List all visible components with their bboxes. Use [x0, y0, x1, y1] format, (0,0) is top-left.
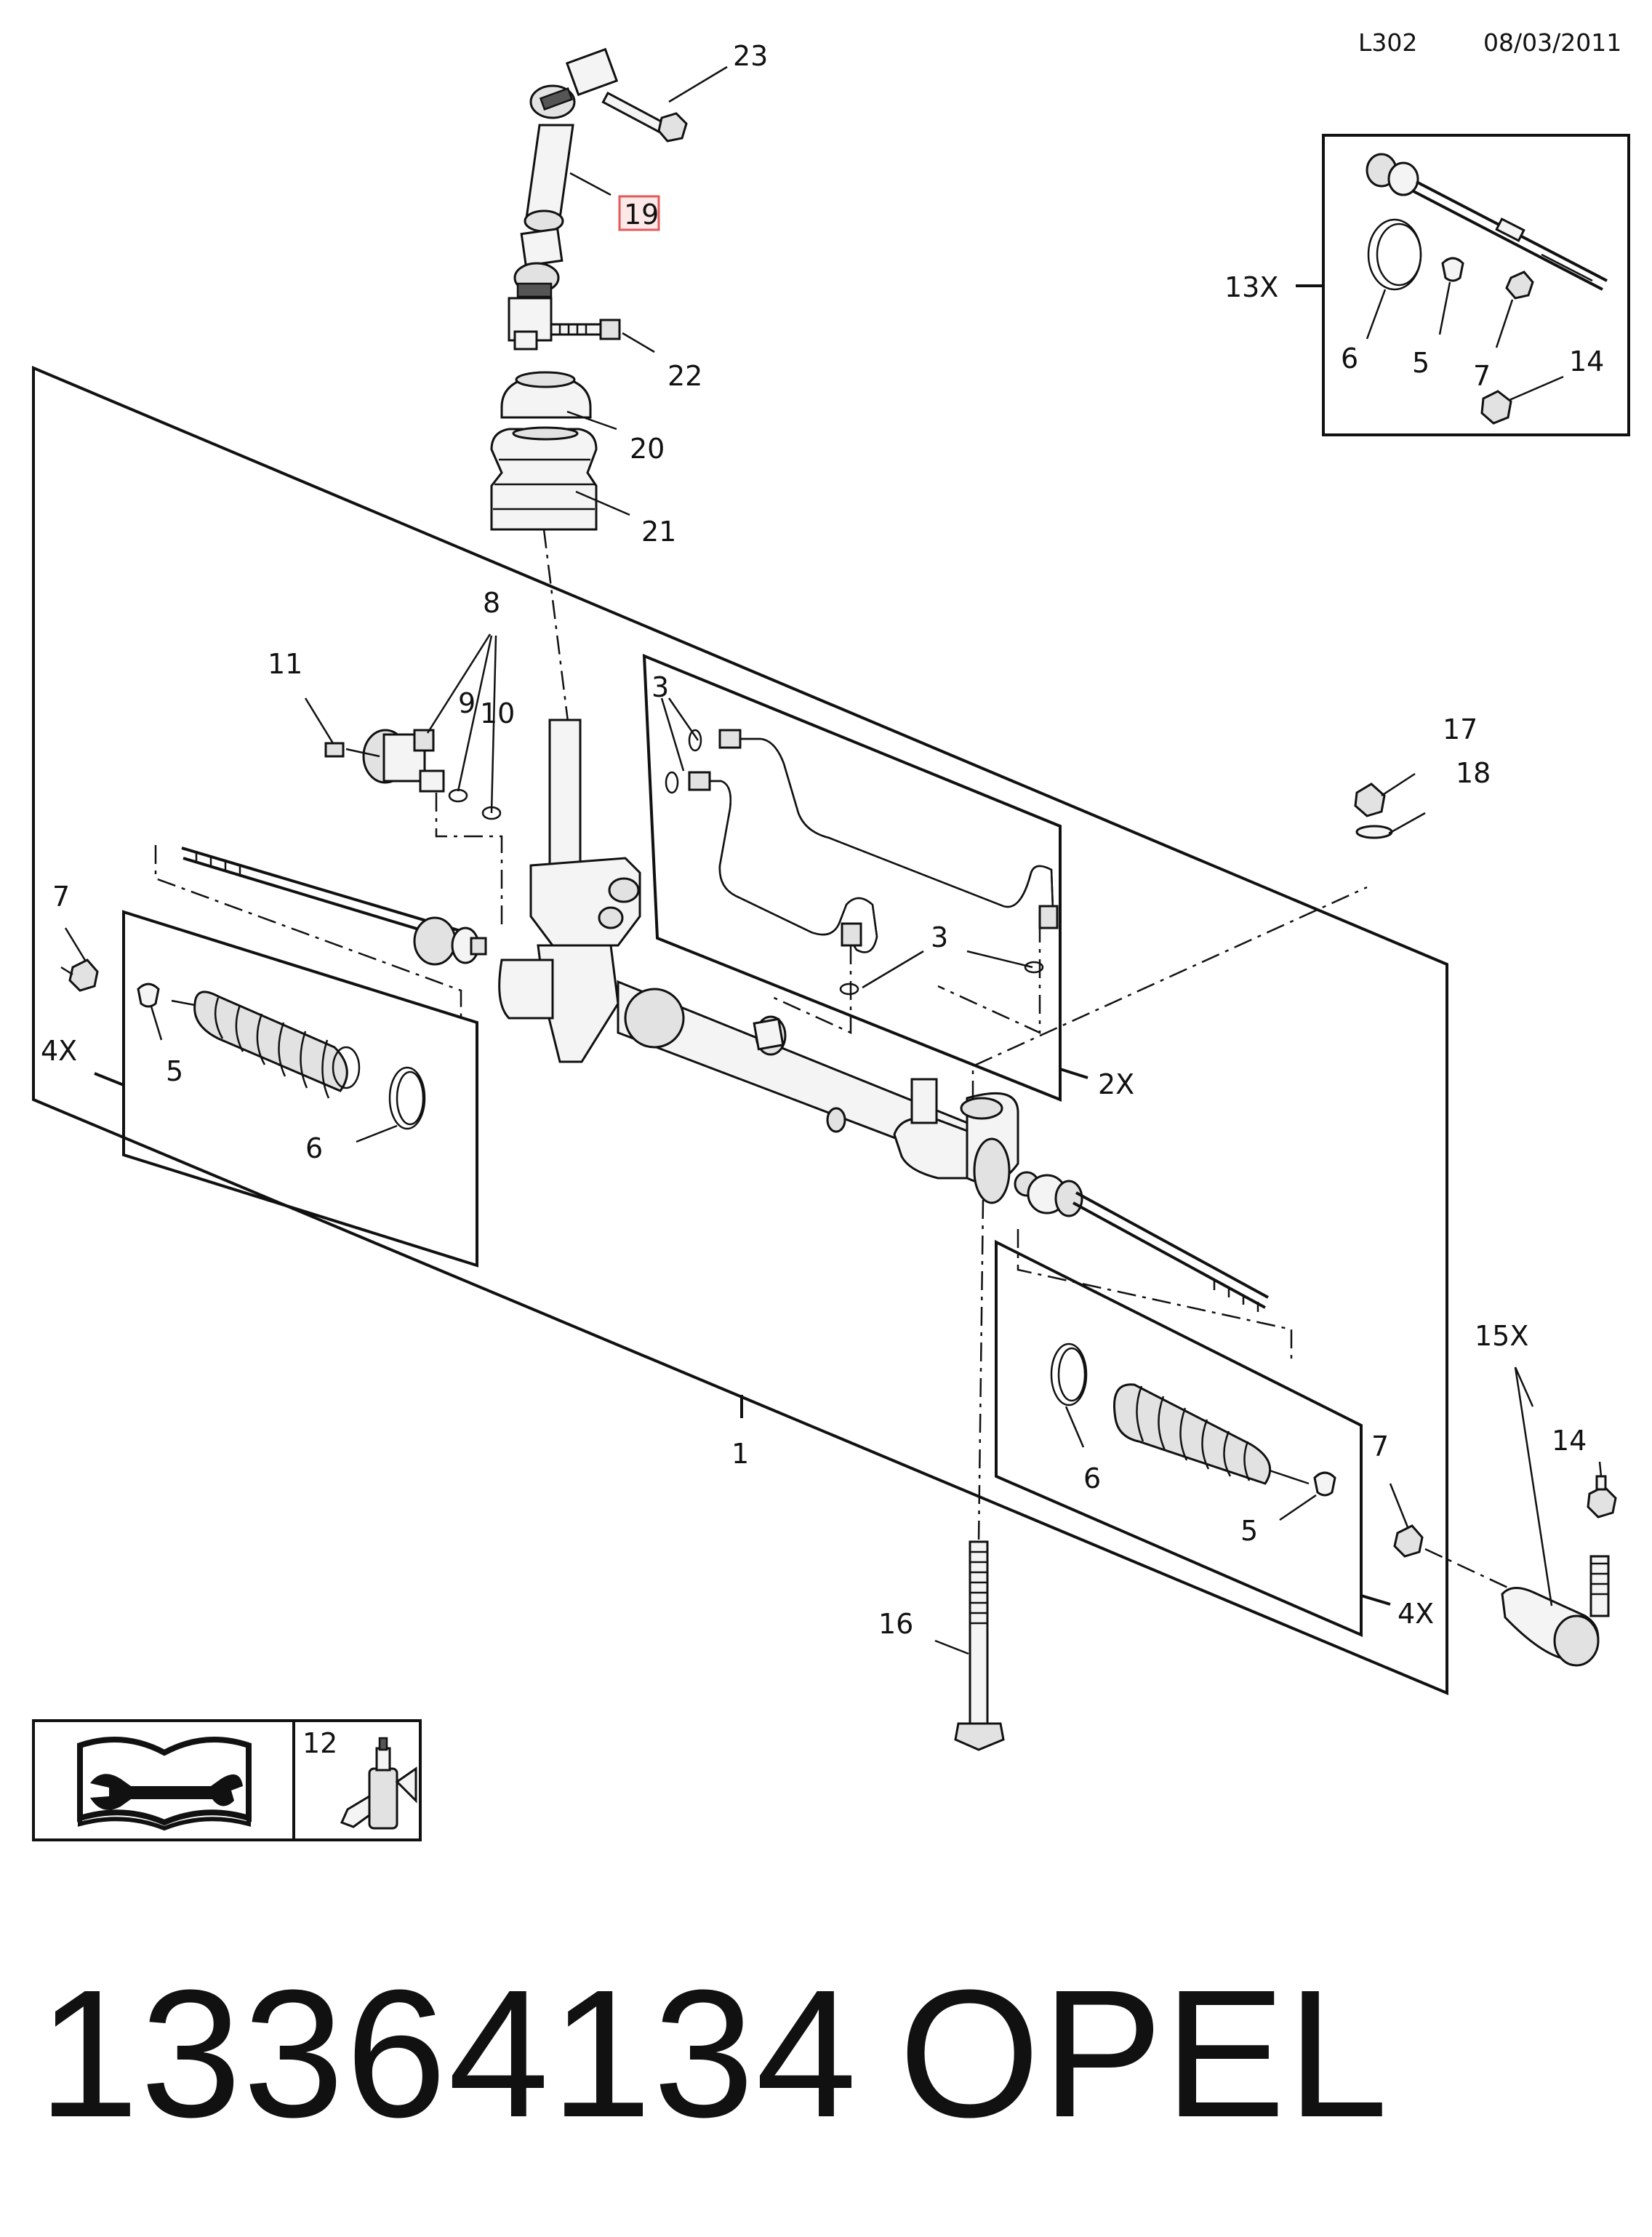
leader-2x	[1059, 1068, 1088, 1079]
rubber-boot	[490, 426, 630, 531]
right-jam-nut	[1389, 1483, 1424, 1558]
inset-inner-tie-rod	[1366, 153, 1608, 291]
mounting-bolt	[934, 1540, 1005, 1751]
fluid-lines-box	[642, 653, 1062, 1102]
right-inner-tie-rod	[1014, 1171, 1269, 1312]
callout-13x: 13X	[1224, 271, 1278, 303]
callout-18: 18	[1456, 757, 1491, 789]
lower-pinch-bolt	[550, 319, 655, 353]
callout-7-right: 7	[1371, 1430, 1389, 1462]
intermediate-shaft	[508, 47, 619, 351]
callout-8: 8	[483, 587, 500, 619]
callout-16: 16	[878, 1608, 913, 1640]
callout-11: 11	[268, 648, 302, 680]
right-boot-kit-box	[995, 1239, 1363, 1638]
callout-6-inset: 6	[1341, 343, 1358, 375]
left-inner-tie-rod	[181, 847, 487, 966]
inset-jam-nut	[1495, 271, 1534, 348]
inset-lock-nut	[1480, 375, 1564, 425]
callout-6-right: 6	[1083, 1462, 1101, 1494]
column-seal	[500, 371, 617, 431]
callout-12: 12	[302, 1727, 337, 1759]
right-lock-clip	[1279, 1471, 1336, 1521]
brand-name: OPEL	[899, 1952, 1390, 2155]
o-ring-9	[448, 788, 468, 803]
sensor-assembly	[304, 633, 497, 814]
left-boot-clamp	[356, 1066, 426, 1143]
leader-19	[569, 172, 612, 196]
callout-15x: 15X	[1475, 1320, 1528, 1352]
callout-5-inset: 5	[1412, 347, 1430, 379]
mount-bolt-axis-line	[977, 1199, 985, 1542]
sensor-axis-line	[435, 793, 503, 931]
outer-lock-nut	[1587, 1461, 1617, 1518]
left-lock-clip	[137, 983, 163, 1041]
callout-19: 19	[624, 199, 659, 231]
callout-21: 21	[641, 516, 676, 548]
right-bellows-boot	[1113, 1383, 1310, 1485]
callout-3-lower: 3	[931, 921, 948, 953]
inset-boot-clamp	[1366, 218, 1422, 340]
part-number: 13364134	[38, 1952, 858, 2155]
callout-14-inset: 14	[1569, 345, 1604, 377]
right-rod-dash	[1017, 1229, 1293, 1364]
callout-9: 9	[458, 687, 476, 719]
left-boot-kit-box	[122, 910, 478, 1268]
rack-housing	[498, 719, 1019, 1204]
callout-20: 20	[630, 433, 665, 465]
callout-7-left: 7	[52, 881, 70, 913]
callout-23: 23	[733, 40, 768, 72]
outer-tie-rod-end	[1501, 1366, 1610, 1667]
leader-4x-left	[94, 1072, 124, 1087]
main-assembly-panel	[32, 365, 1448, 1696]
inset-lock-clip	[1438, 257, 1464, 335]
right-boot-clamp	[1050, 1342, 1088, 1448]
manual-wrench-icon	[77, 1737, 252, 1831]
fluid-axis-line-a	[770, 945, 852, 1034]
callout-7-inset: 7	[1473, 360, 1491, 392]
callout-6-left: 6	[305, 1132, 323, 1164]
callout-3-top: 3	[651, 671, 669, 703]
page-code: L302	[1358, 28, 1417, 57]
left-bellows-boot	[171, 991, 361, 1099]
fluid-pipes	[660, 697, 1059, 996]
leader-4x-right	[1360, 1594, 1391, 1606]
revision-date: 08/03/2011	[1483, 28, 1621, 57]
left-jam-nut	[60, 927, 99, 992]
left-rod-dash	[154, 845, 462, 1023]
callout-22: 22	[667, 360, 702, 392]
callout-4x-right: 4X	[1398, 1598, 1434, 1630]
sealant-tube-icon	[340, 1737, 417, 1830]
highlighted-part-19	[618, 195, 660, 231]
callout-2x: 2X	[1098, 1068, 1134, 1100]
bushing-axis-line	[971, 886, 1368, 1100]
fluid-axis-line-b	[937, 924, 1041, 1034]
boot-axis-line	[542, 529, 570, 728]
callout-14-right: 14	[1552, 1425, 1587, 1457]
callout-4x-left: 4X	[41, 1035, 77, 1067]
callout-10: 10	[480, 697, 515, 729]
upper-pinch-bolt	[601, 65, 728, 143]
callout-5-left: 5	[166, 1055, 183, 1087]
callout-17: 17	[1443, 713, 1477, 745]
callout-1: 1	[731, 1438, 749, 1470]
sealant-reference-box	[292, 1719, 422, 1841]
mount-nut-washer	[1354, 772, 1426, 839]
callout-5-right: 5	[1240, 1515, 1258, 1547]
outer-rod-axis-line	[1424, 1548, 1513, 1591]
o-ring-10	[481, 806, 502, 820]
